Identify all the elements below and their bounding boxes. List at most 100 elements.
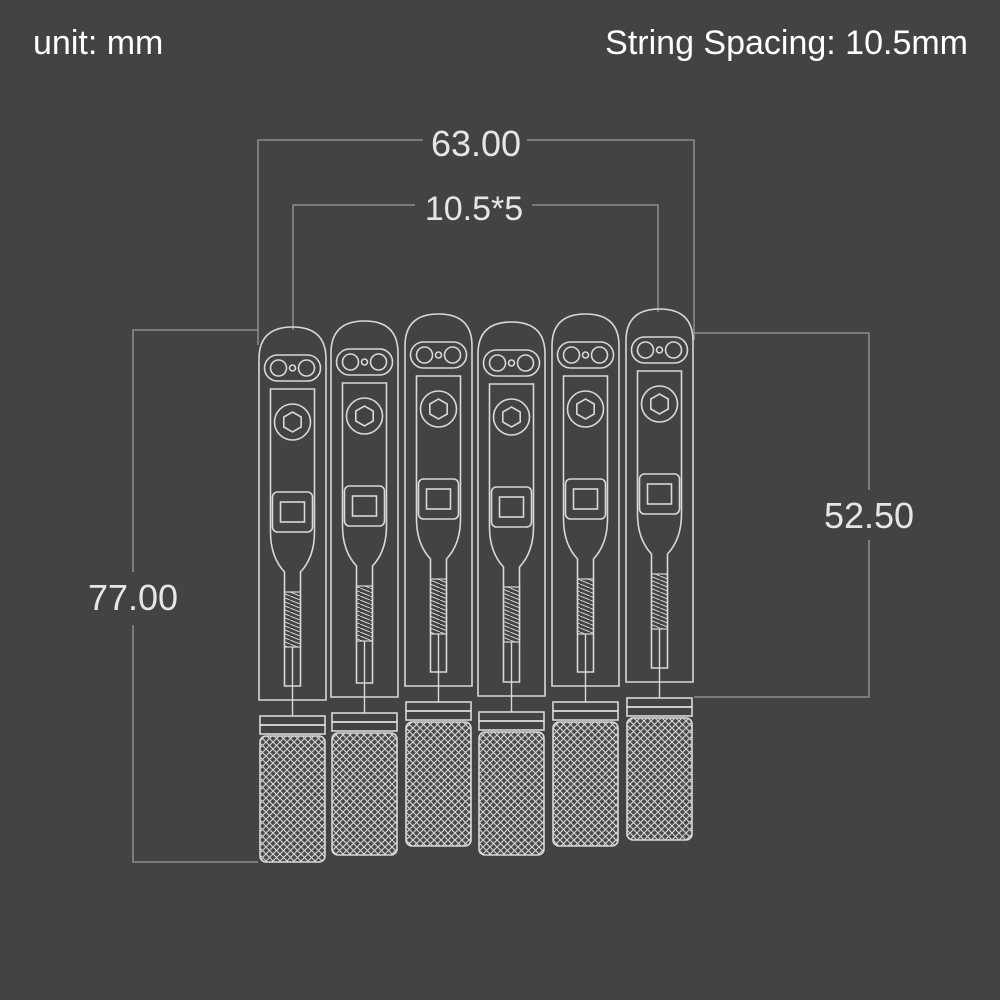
- collar-ring: [626, 706, 693, 717]
- clamp-window: [498, 496, 525, 518]
- dimension-total-width-value: 63.00: [431, 123, 521, 164]
- clamp-block: [417, 478, 460, 520]
- screw-head-icon: [640, 385, 679, 423]
- clamp-window: [279, 501, 306, 523]
- saddle-arm: [488, 383, 535, 683]
- saddle-arm: [341, 382, 388, 684]
- slot-hole-icon: [369, 353, 388, 371]
- threaded-rod: [355, 585, 374, 642]
- collar-ring: [331, 721, 398, 732]
- hex-socket-icon: [282, 411, 303, 433]
- hex-socket-icon: [501, 406, 522, 428]
- dimension-spacing-span-value: 10.5*5: [425, 190, 523, 228]
- dimension-body-length-value: 52.50: [824, 495, 914, 536]
- screw-head-icon: [345, 397, 384, 435]
- collar-ring: [552, 701, 619, 712]
- saddle-body: [330, 320, 399, 698]
- mounting-slot: [482, 349, 541, 377]
- saddle-arm: [269, 388, 316, 687]
- saddle-arm: [562, 375, 609, 673]
- threaded-rod: [576, 578, 595, 635]
- slot-hole-icon: [415, 346, 434, 364]
- collar-ring: [626, 697, 693, 708]
- hex-socket-icon: [649, 393, 670, 415]
- collar-ring: [478, 720, 545, 731]
- mounting-slot: [263, 354, 322, 382]
- hex-socket-icon: [354, 405, 375, 427]
- dimension-body-length: 52.50: [694, 332, 914, 698]
- collar-ring: [405, 710, 472, 721]
- knurled-knob: [626, 717, 693, 841]
- mounting-slot: [335, 348, 394, 376]
- slot-center-icon: [360, 358, 369, 366]
- saddle-body: [551, 313, 620, 687]
- slot-center-icon: [655, 346, 664, 354]
- hex-socket-icon: [575, 398, 596, 420]
- saddle-4: [477, 321, 546, 856]
- screw-head-icon: [492, 398, 531, 436]
- clamp-window: [425, 488, 452, 510]
- slot-hole-icon: [269, 359, 288, 377]
- saddle-body: [477, 321, 546, 697]
- clamp-block: [271, 491, 314, 533]
- collar-ring: [405, 701, 472, 712]
- knurled-knob: [552, 721, 619, 847]
- screw-head-icon: [566, 390, 605, 428]
- screw-head-icon: [273, 403, 312, 441]
- slot-hole-icon: [590, 346, 609, 364]
- slot-hole-icon: [488, 354, 507, 372]
- clamp-block: [490, 486, 533, 528]
- hex-socket-icon: [428, 398, 449, 420]
- saddle-body: [258, 326, 327, 701]
- knurled-knob: [259, 735, 326, 863]
- mounting-slot: [630, 336, 689, 364]
- mounting-slot: [409, 341, 468, 369]
- dimension-total-length: 77.00: [88, 329, 258, 863]
- knurled-knob: [405, 721, 472, 847]
- mounting-slot: [556, 341, 615, 369]
- saddle-group: [258, 308, 694, 863]
- saddle-arm: [636, 370, 683, 669]
- saddle-arm: [415, 375, 462, 673]
- saddle-6: [625, 308, 694, 841]
- slot-hole-icon: [443, 346, 462, 364]
- dimension-total-length-value: 77.00: [88, 577, 178, 618]
- collar-ring: [331, 712, 398, 723]
- slot-hole-icon: [664, 341, 683, 359]
- threaded-rod: [502, 586, 521, 643]
- threaded-rod: [650, 573, 669, 630]
- collar-ring: [259, 715, 326, 726]
- collar-ring: [259, 724, 326, 735]
- slot-center-icon: [288, 364, 297, 372]
- saddle-3: [404, 313, 473, 847]
- clamp-window: [646, 483, 673, 505]
- collar-ring: [478, 711, 545, 722]
- slot-hole-icon: [562, 346, 581, 364]
- collar-ring: [552, 710, 619, 721]
- dimension-total-width: 63.00: [257, 123, 695, 345]
- clamp-block: [343, 485, 386, 527]
- slot-hole-icon: [341, 353, 360, 371]
- slot-center-icon: [507, 359, 516, 367]
- clamp-block: [564, 478, 607, 520]
- threaded-rod: [283, 591, 302, 648]
- unit-label: unit: mm: [33, 24, 164, 62]
- screw-head-icon: [419, 390, 458, 428]
- knurled-knob: [478, 731, 545, 856]
- slot-center-icon: [581, 351, 590, 359]
- saddle-body: [625, 308, 694, 683]
- string-spacing-label: String Spacing: 10.5mm: [605, 24, 968, 62]
- slot-hole-icon: [516, 354, 535, 372]
- saddle-5: [551, 313, 620, 847]
- clamp-block: [638, 473, 681, 515]
- slot-center-icon: [434, 351, 443, 359]
- clamp-window: [572, 488, 599, 510]
- dimension-spacing-span: 10.5*5: [292, 190, 659, 330]
- saddle-body: [404, 313, 473, 687]
- saddle-2: [330, 320, 399, 856]
- clamp-window: [351, 495, 378, 517]
- threaded-rod: [429, 578, 448, 635]
- knurled-knob: [331, 732, 398, 856]
- saddle-1: [258, 326, 327, 863]
